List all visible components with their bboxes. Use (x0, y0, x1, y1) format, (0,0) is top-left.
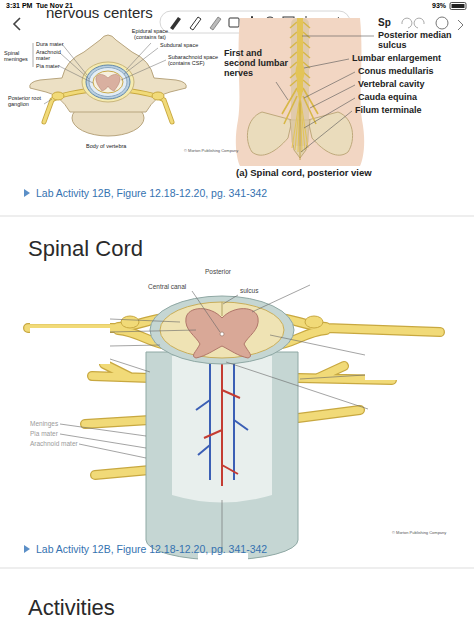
group-label: Spinal meninges (4, 50, 32, 62)
pencil-icon (190, 17, 201, 30)
root-ganglion (152, 92, 164, 100)
dura-mater (86, 65, 130, 99)
spinal-nerve (124, 90, 172, 122)
spinal-cord (93, 71, 123, 93)
part-label: Cauda equina (358, 93, 417, 103)
part-label: Filum terminale (355, 106, 422, 116)
copyright-note: © Morton Publishing Company (184, 149, 238, 153)
part-label: Sp (378, 17, 391, 28)
part-label: Conus medullaris (358, 67, 434, 77)
part-label: Posterior median sulcus (378, 31, 462, 51)
part-label: Dura mater (36, 41, 64, 47)
status-time: 3:31 PM (6, 2, 32, 10)
part-label: Central canal (148, 283, 186, 290)
marker-icon (210, 17, 221, 30)
part-label: Arachnoid mater (36, 49, 64, 61)
reference-link: Lab Activity 12B, Figure 12.18-12.20, pg… (36, 544, 267, 556)
spinal-nerve (44, 90, 92, 122)
part-label: Body of vertebra (86, 143, 126, 149)
arachnoid-mater (89, 68, 127, 97)
menu-icon (436, 17, 448, 29)
part-label: Posterior (205, 268, 231, 275)
epidural-fat (82, 62, 134, 102)
central-canal (220, 332, 224, 336)
root-ganglion (52, 92, 64, 100)
battery-icon (450, 3, 466, 10)
slide-separator (0, 568, 474, 569)
part-label: Pia mater (36, 63, 60, 69)
cord-surface (172, 356, 272, 503)
spinal-nerve (44, 90, 92, 122)
part-label: Pia mater (30, 430, 58, 437)
redo-icon (414, 18, 424, 28)
battery-percent: 93% (432, 2, 446, 10)
copyright-note: © Morton Publishing Company (392, 531, 446, 535)
disclosure-triangle (24, 189, 30, 197)
gray-matter (96, 74, 120, 91)
back-arrow (14, 18, 20, 30)
spinal-cord-figure (28, 277, 452, 561)
leader-line (44, 43, 166, 104)
battery-outline (450, 3, 466, 10)
figure-caption: (a) Spinal cord, posterior view (236, 168, 372, 178)
torso-figure (236, 18, 374, 166)
part-label: Posterior root ganglion (8, 95, 42, 107)
page-icon (458, 20, 463, 30)
slide-heading: Activities (28, 596, 115, 620)
part-label: sulcus (240, 287, 258, 294)
part-label: Arachnoid mater (30, 440, 78, 447)
filum-terminale (300, 100, 301, 160)
ilium (247, 112, 292, 155)
part-label: Vertebral cavity (358, 80, 425, 90)
battery-level (452, 4, 465, 8)
leader-line (60, 285, 368, 552)
part-label: Meninges (30, 420, 58, 427)
reference-link: Lab Activity 12B, Figure 12.18-12.20, pg… (36, 188, 267, 200)
gray-matter (186, 309, 258, 358)
slide-heading: nervous centers (46, 5, 153, 22)
white-matter (160, 302, 284, 358)
disclosure-triangle (24, 545, 30, 553)
meninges-bracket (33, 43, 34, 67)
spinal-nerve (124, 90, 172, 122)
pen-icon (170, 17, 181, 30)
artery (204, 364, 240, 486)
lumbar-enlargement (296, 62, 305, 82)
spinal-ganglion (121, 316, 139, 328)
answer-cover (30, 277, 452, 561)
eraser-icon (229, 18, 239, 27)
part-label: Subdural space (160, 42, 198, 48)
slide-heading: Spinal Cord (28, 237, 143, 261)
back-skin (236, 18, 364, 166)
ilium (308, 112, 353, 155)
part-label: Subarachnoid space (contains CSF) (168, 54, 228, 66)
part-label: First and second lumbar nerves (224, 49, 288, 79)
vertebra-figure (30, 35, 187, 136)
part-label: Epidural space (contains fat) (122, 28, 178, 40)
part-label: Lumbar enlargement (352, 54, 441, 64)
meninges-section (150, 296, 294, 364)
slide-separator (0, 216, 474, 217)
conus-medullaris (297, 90, 303, 104)
spinal-ganglion (305, 316, 323, 328)
undo-icon (402, 18, 412, 28)
median-sulcus (222, 302, 223, 316)
